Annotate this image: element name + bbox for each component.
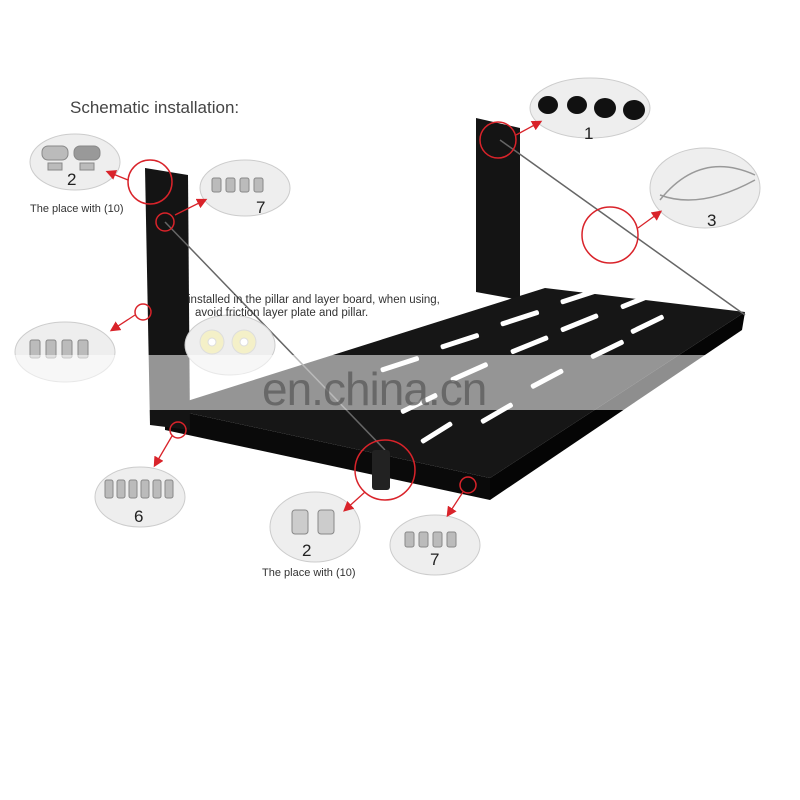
left-cable	[164, 221, 386, 451]
callout-circles	[127, 121, 639, 501]
latch-bottom-icon	[291, 509, 335, 535]
right-cable	[499, 139, 746, 316]
note-line-2: avoid friction layer plate and pillar.	[195, 307, 369, 319]
latch-plates-icon	[41, 145, 101, 171]
part-number-latch-bottom: 2	[302, 541, 312, 560]
part-number-bolts-bottom: 7	[430, 550, 440, 569]
cable-icon	[659, 165, 756, 201]
right-pillar	[476, 118, 520, 300]
part-number-bolts-top: 7	[256, 198, 266, 217]
watermark-band	[0, 355, 800, 410]
caption-top-left: The place with (10)	[30, 203, 124, 215]
diagram-title: Schematic installation:	[70, 98, 240, 117]
part-number-grommets: 1	[584, 124, 594, 143]
note-line-1: installed in the pillar and layer board,…	[188, 294, 440, 306]
part-number-bolts-left: 6	[134, 507, 144, 526]
part-number-cable: 3	[707, 211, 717, 230]
bubble-grommets	[529, 77, 651, 139]
bolts-icon	[29, 177, 457, 548]
installation-note: installed in the pillar and layer board,…	[188, 294, 440, 320]
part-number-latch-top: 2	[67, 170, 77, 189]
grommets-icon	[538, 96, 645, 120]
washers-icon	[199, 329, 257, 355]
caption-bottom: The place with (10)	[262, 567, 356, 579]
board-front-edge	[165, 408, 490, 500]
bubble-cable	[649, 147, 761, 229]
watermark: en.china.cn	[262, 363, 487, 415]
callout-arrows	[105, 120, 663, 518]
bubble-latch-bottom	[269, 491, 361, 563]
latch-hardware	[372, 450, 390, 490]
